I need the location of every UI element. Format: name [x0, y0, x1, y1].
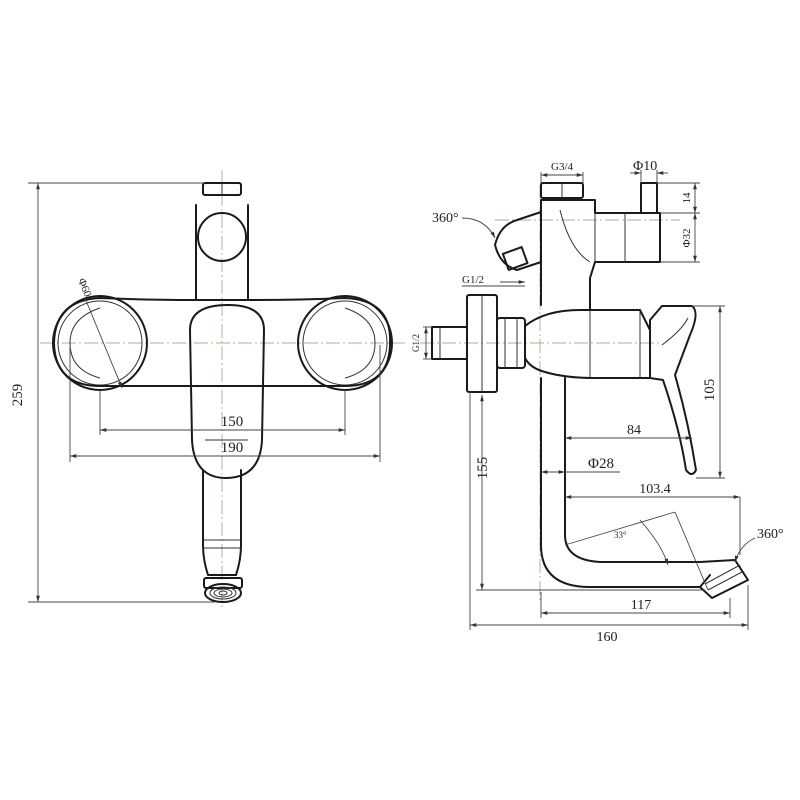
dim-label-117: 117	[631, 598, 651, 613]
dim-label-g12-side: G1/2	[411, 334, 421, 352]
front-handle	[189, 304, 265, 479]
dim-label-phi32: Φ32	[681, 228, 693, 247]
side-handle	[649, 305, 697, 475]
side-wall-plate	[466, 294, 498, 393]
side-inlet-fitting	[431, 317, 526, 369]
dim-label-phi10: Φ10	[633, 159, 657, 174]
dim-label-360-spout: 360°	[757, 527, 784, 542]
dim-g12-side: G1/2	[411, 326, 432, 360]
dim-label-33: 33°	[614, 530, 627, 540]
dim-117: 117	[540, 592, 731, 618]
dim-spacing: 150 190	[69, 345, 381, 462]
side-diverter	[494, 182, 658, 271]
dim-phi28: Φ28	[541, 456, 620, 474]
dim-g12-top: G1/2	[462, 274, 525, 287]
aerator	[204, 583, 242, 603]
side-body	[524, 199, 661, 379]
dim-label-phi28: Φ28	[588, 456, 614, 472]
dim-g34: G3/4	[540, 161, 584, 183]
dim-label-259: 259	[10, 384, 26, 407]
front-body	[53, 297, 392, 387]
dim-rotation-spout: 360°	[734, 527, 784, 563]
front-view: 259 150 190 Φ60	[10, 170, 405, 610]
dim-phi32: Φ32	[660, 213, 700, 263]
side-spout	[540, 377, 749, 599]
dim-label-103-4: 103.4	[639, 482, 671, 497]
dim-angle-33: 33°	[564, 511, 709, 591]
side-elbow	[494, 211, 542, 271]
dim-rotation-top: 360°	[432, 211, 496, 239]
front-spout	[195, 204, 249, 603]
dim-phi10: Φ10	[630, 159, 668, 183]
dim-label-155: 155	[475, 457, 491, 480]
dim-160: 160	[469, 392, 749, 645]
side-view: G3/4 Φ10 14 Φ32 360°	[411, 159, 784, 645]
dim-label-14: 14	[681, 192, 693, 204]
dim-103-4: 103.4	[565, 482, 741, 555]
dim-label-g12-top: G1/2	[462, 274, 484, 286]
dim-label-160: 160	[597, 630, 618, 645]
dim-105: 105	[692, 305, 725, 479]
dim-14: 14	[657, 182, 700, 214]
dim-label-105: 105	[702, 379, 718, 402]
dim-label-84: 84	[627, 423, 641, 438]
dim-84: 84	[565, 423, 692, 440]
dim-flange-diameter: Φ60	[75, 277, 123, 389]
dim-label-190: 190	[221, 440, 244, 456]
dim-155: 155	[475, 395, 705, 591]
front-diverter	[197, 182, 247, 262]
dim-label-g34: G3/4	[551, 161, 574, 173]
dim-label-150: 150	[221, 414, 244, 430]
dim-label-phi60: Φ60	[75, 277, 93, 300]
dim-label-360-top: 360°	[432, 211, 459, 226]
dim-height-259: 259	[10, 182, 215, 603]
